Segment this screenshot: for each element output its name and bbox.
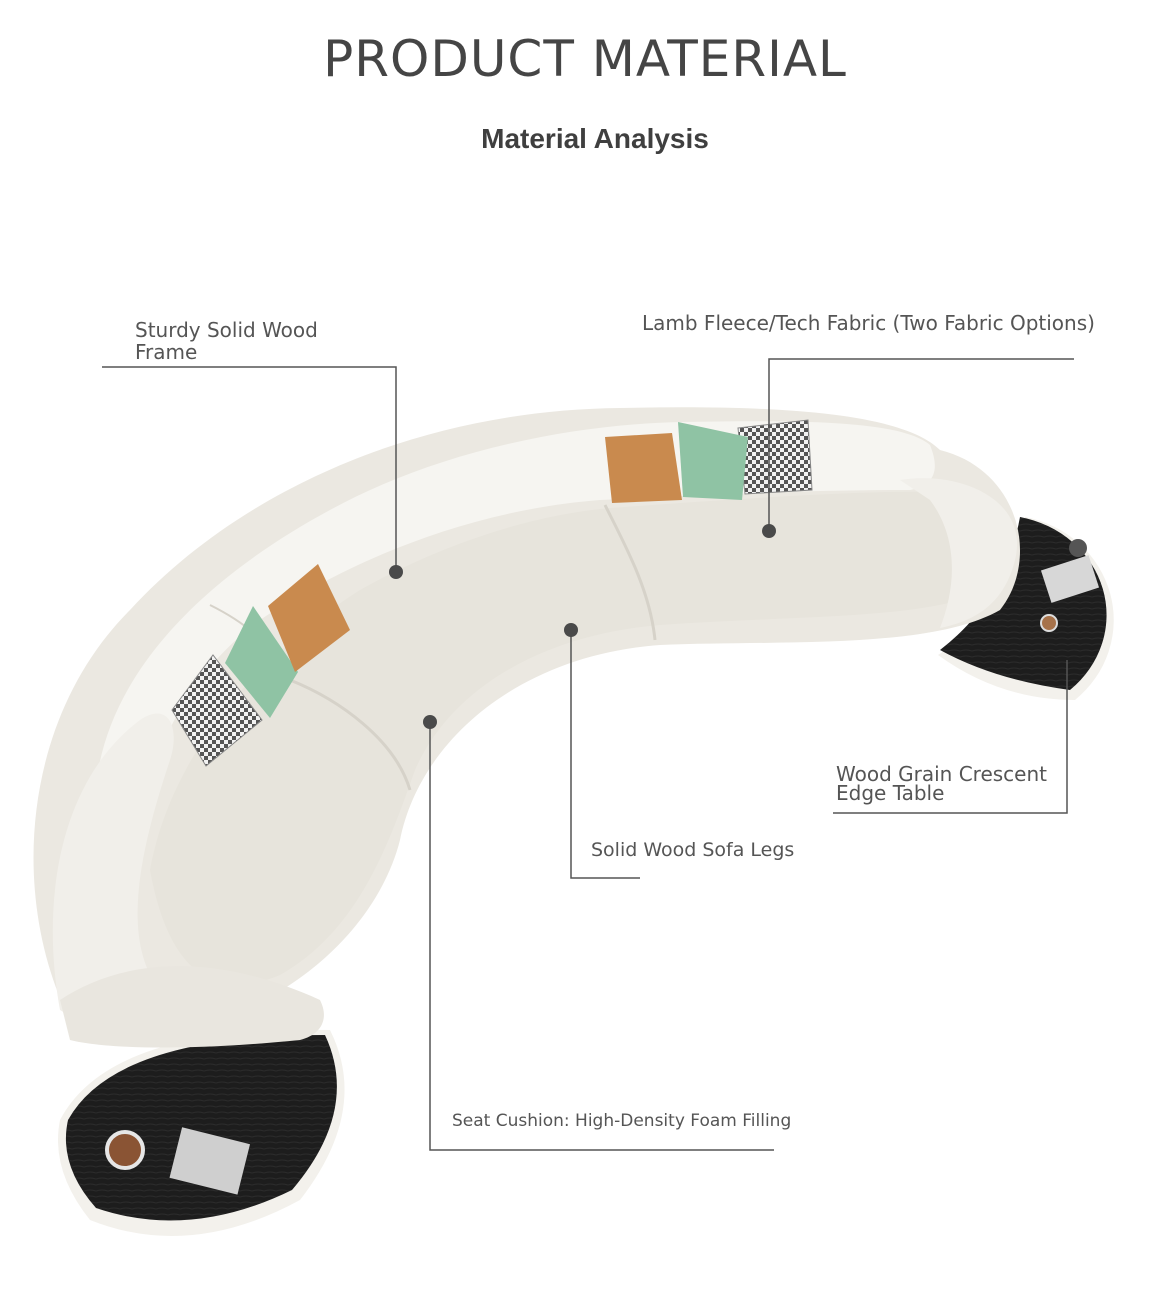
sculpture-icon (1069, 539, 1087, 557)
glass-icon (1040, 614, 1058, 632)
magazine-icon (1040, 555, 1100, 603)
right-pillows (605, 419, 813, 503)
magazine-icon (169, 1127, 251, 1195)
right-side-table (938, 517, 1114, 700)
curved-sofa (33, 407, 1020, 1048)
callout-frame: Sturdy Solid Wood Frame (135, 318, 318, 364)
page-subtitle: Material Analysis (481, 123, 709, 154)
cushion-leader (429, 722, 774, 1151)
left-pillows (171, 564, 350, 767)
callout-table: Wood Grain Crescent Edge Table (836, 762, 1047, 805)
fabric-leader (768, 358, 1074, 531)
cushion-dot (423, 715, 437, 729)
frame-leader (102, 366, 397, 572)
table-leader (833, 660, 1068, 814)
glass-icon (105, 1130, 145, 1170)
fabric-dot (762, 524, 776, 538)
callout-legs: Solid Wood Sofa Legs (591, 839, 795, 861)
leader-dots (389, 524, 776, 729)
legs-dot (564, 623, 578, 637)
legs-leader (570, 630, 640, 879)
callout-cushion: Seat Cushion: High-Density Foam Filling (452, 1111, 792, 1131)
left-side-table (58, 1029, 345, 1236)
callout-fabric: Lamb Fleece/Tech Fabric (Two Fabric Opti… (642, 311, 1095, 335)
frame-dot (389, 565, 403, 579)
page-title: PRODUCT MATERIAL (323, 30, 847, 88)
leader-lines (102, 358, 1074, 1151)
